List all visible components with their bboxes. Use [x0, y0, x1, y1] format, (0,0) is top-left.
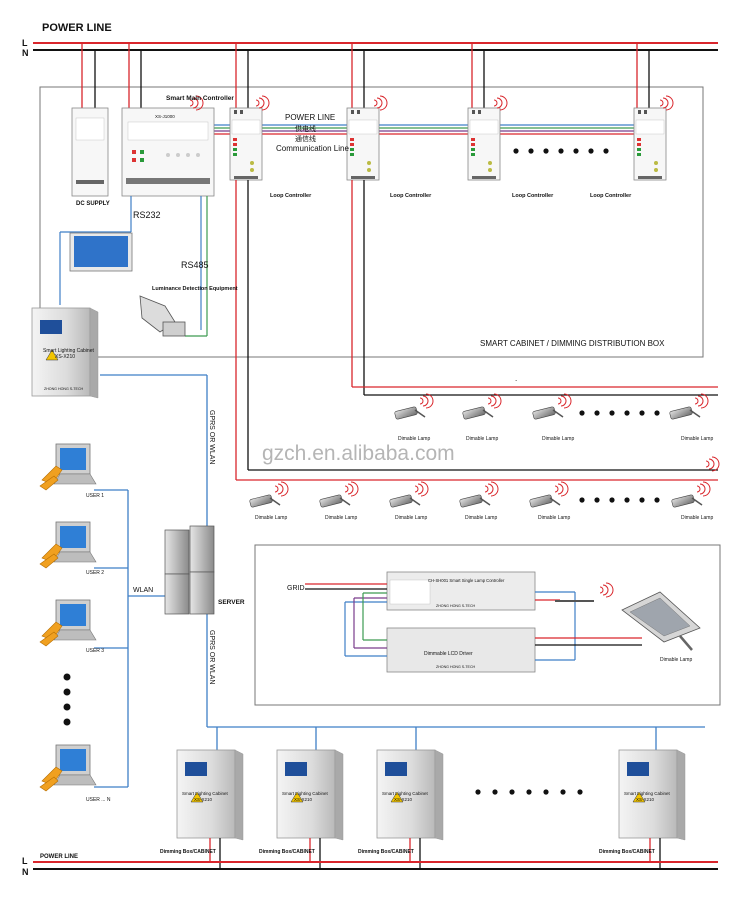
loop-controller-2 — [346, 107, 380, 181]
smart-main-controller — [121, 107, 215, 197]
lamp-label-2e: Dimable Lamp — [538, 515, 570, 521]
lamp-label-1d: Dimable Lamp — [681, 436, 713, 442]
gprs-wlan-lower: GPRS OR WLAN — [208, 630, 215, 684]
box-1-model: XS-X210 — [194, 797, 213, 802]
box-2-model: XS-X210 — [294, 797, 313, 802]
single-lamp-controller — [386, 571, 536, 611]
ellipsis-dots-lamps-1 — [579, 410, 660, 416]
ellipsis-dots-lamps-2 — [579, 497, 660, 503]
dimming-box-label-2: Dimming Box/CABINET — [259, 849, 315, 855]
lamp-label-2a: Dimable Lamp — [255, 515, 287, 521]
dimming-box-label-n: Dimming Box/CABINET — [599, 849, 655, 855]
lcd-driver — [386, 627, 536, 673]
rs485-label: RS485 — [181, 260, 209, 270]
lamp-label-1a: Dimable Lamp — [398, 436, 430, 442]
grid-label: GRID — [287, 585, 305, 592]
main-controller-model: XS-J1000 — [155, 114, 175, 119]
user-pc-3 — [39, 599, 97, 647]
user-1-label: USER 1 — [86, 493, 104, 499]
cn-power-label: 供电线 — [295, 124, 316, 133]
gprs-wlan-upper: GPRS OR WLAN — [208, 410, 215, 464]
luminance-label: Luminance Detection Equipment — [152, 286, 238, 292]
dc-supply-module — [71, 107, 109, 197]
user-n-label: USER ... N — [86, 797, 111, 803]
touch-screen-device — [69, 232, 133, 272]
wlan-label: WLAN — [133, 587, 153, 594]
loop-controller-label-4: Loop Controller — [590, 193, 632, 199]
user-3-label: USER 3 — [86, 648, 104, 654]
dimable-lamp-large-label: Dimable Lamp — [660, 657, 692, 663]
loop-controller-label-1: Loop Controller — [270, 193, 312, 199]
ellipsis-dots-bottom — [475, 789, 583, 795]
loop-controller-label-3: Loop Controller — [512, 193, 554, 199]
controller-brand: ZHONG HONG S-TECH — [436, 604, 476, 608]
lcd-driver-label: Dimmable LCD Driver — [424, 651, 473, 657]
lamp-label-2b: Dimable Lamp — [325, 515, 357, 521]
server-label: SERVER — [218, 599, 245, 606]
cabinet-main-model: XS-X210 — [55, 354, 75, 360]
bottom-n-label: N — [22, 867, 29, 877]
ellipsis-dots-top — [513, 148, 609, 154]
box-1-title: Smart Lighting Cabinet — [182, 791, 229, 796]
lamp-label-2f: Dimable Lamp — [681, 515, 713, 521]
user-pc-n — [39, 744, 97, 792]
top-n-label: N — [22, 48, 29, 58]
watermark-text: gzch.en.alibaba.com — [262, 442, 455, 465]
cabinet-main-title: Smart Lighting Cabinet — [43, 348, 94, 354]
dimable-lamp-large — [621, 591, 701, 651]
loop-controller-4 — [633, 107, 667, 181]
lamp-label-1c: Dimable Lamp — [542, 436, 574, 442]
single-lamp-controller-label: CH-SH001 Smart Single Lamp Controller — [428, 578, 505, 583]
cn-comm-label: 通信线 — [295, 134, 316, 143]
dimming-box-label-1: Dimming Box/CABINET — [160, 849, 216, 855]
user-pc-2 — [39, 521, 97, 569]
main-controller-title: Smart Main Controller — [166, 95, 234, 102]
luminance-sensor-icon — [139, 295, 186, 337]
top-l-label: L — [22, 38, 28, 48]
box-n-model: XS-X210 — [636, 797, 655, 802]
lamp-label-1b: Dimable Lamp — [466, 436, 498, 442]
rs232-label: RS232 — [133, 210, 161, 220]
loop-controller-1 — [229, 107, 263, 181]
stray-dot: . — [515, 374, 517, 383]
user-2-label: USER 2 — [86, 570, 104, 576]
box-3-model: XS-X210 — [394, 797, 413, 802]
user-pc-1 — [39, 443, 97, 491]
loop-controller-3 — [467, 107, 501, 181]
lamp-label-2c: Dimable Lamp — [395, 515, 427, 521]
server-icon — [164, 525, 215, 615]
mid-power-line-label: POWER LINE — [285, 113, 335, 122]
dimming-box-label-3: Dimming Box/CABINET — [358, 849, 414, 855]
cabinet-main-brand: ZHONG HONG S-TECH — [44, 387, 84, 391]
communication-line-label: Communication Line — [276, 144, 349, 153]
box-n-title: Smart Lighting Cabinet — [624, 791, 671, 796]
cabinet-area-label: SMART CABINET / DIMMING DISTRIBUTION BOX — [480, 339, 665, 348]
box-3-title: Smart Lighting Cabinet — [382, 791, 429, 796]
box-2-title: Smart Lighting Cabinet — [282, 791, 329, 796]
bottom-power-line-label: POWER LINE — [40, 854, 78, 860]
lamp-row-2 — [248, 481, 711, 509]
bottom-l-label: L — [22, 856, 28, 866]
loop-controller-label-2: Loop Controller — [390, 193, 432, 199]
driver-brand: ZHONG HONG S-TECH — [436, 665, 476, 669]
title-power-line: POWER LINE — [42, 22, 112, 34]
dc-supply-label: DC SUPPLY — [76, 201, 110, 207]
lamp-label-2d: Dimable Lamp — [465, 515, 497, 521]
ellipsis-dots-users — [63, 673, 71, 726]
